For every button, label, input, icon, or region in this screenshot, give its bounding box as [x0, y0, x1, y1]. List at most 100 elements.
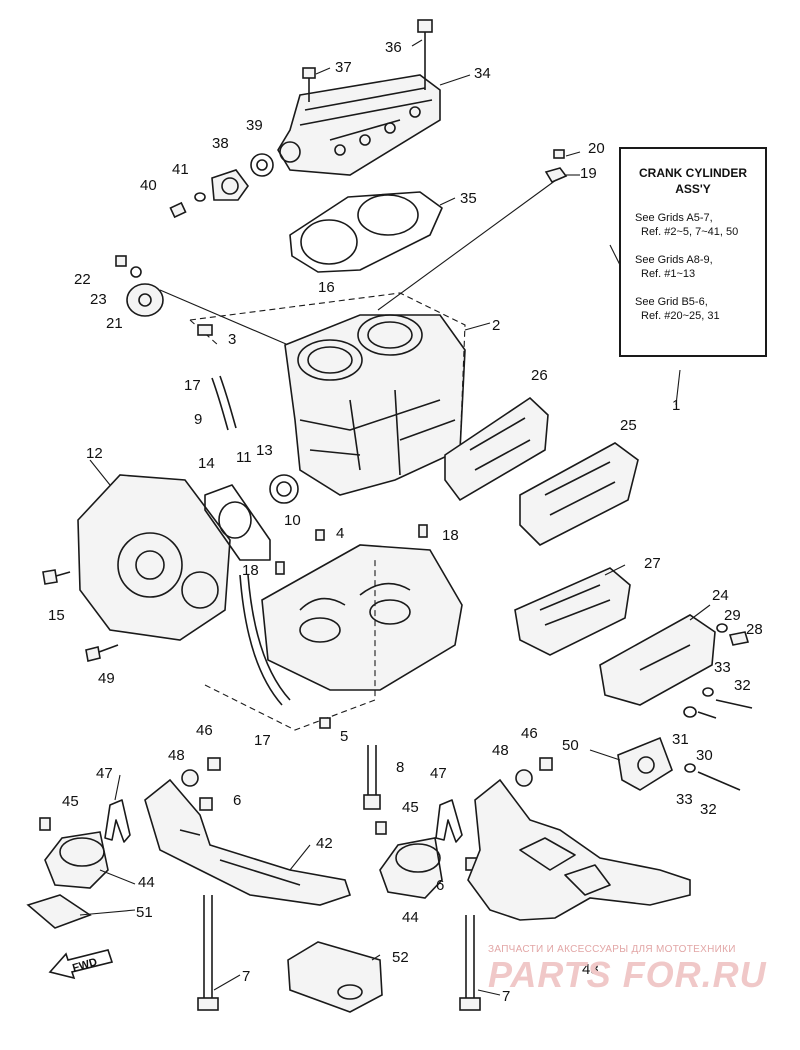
callout-52: 52 [392, 949, 409, 966]
pins-4-5-18 [275, 524, 428, 729]
sensor-19-20 [377, 149, 568, 311]
note-box-title-line1: CRANK CYLINDER [639, 166, 747, 180]
callout-39: 39 [246, 117, 263, 134]
callout-15: 15 [48, 607, 65, 624]
callout-45-right: 45 [402, 799, 419, 816]
callout-17-lower: 17 [254, 732, 271, 749]
seal-13 [269, 474, 299, 504]
callout-8: 8 [396, 759, 404, 776]
callout-48-left: 48 [168, 747, 185, 764]
callout-3: 3 [228, 331, 236, 348]
callout-40: 40 [140, 177, 157, 194]
bolts-28-33 [683, 623, 753, 719]
hose-9 [197, 324, 237, 431]
callout-37: 37 [335, 59, 352, 76]
thermostat-39 [250, 153, 274, 177]
callout-45-left: 45 [62, 793, 79, 810]
callout-38: 38 [212, 135, 229, 152]
callout-7-right: 7 [502, 988, 510, 1005]
bolt-37 [302, 67, 316, 102]
block-outline-2 [189, 292, 466, 451]
callout-18-right: 18 [442, 527, 459, 544]
note2-line2: Ref. #1~13 [641, 268, 696, 280]
callout-2: 2 [492, 317, 500, 334]
reference-note-box: CRANK CYLINDER ASS'Y See Grids A5-7, Ref… [619, 147, 767, 357]
callout-11-upper: 11 [236, 449, 252, 466]
callout-23: 23 [90, 291, 107, 308]
callout-44-right: 44 [402, 909, 419, 926]
note3-line1: See Grid B5-6, [635, 296, 708, 308]
flywheel-cover-12 [77, 474, 231, 641]
note-box-title-line2: ASS'Y [675, 182, 711, 196]
note-box-title: CRANK CYLINDER ASS'Y [621, 165, 765, 197]
head-gasket [289, 191, 443, 273]
callout-50: 50 [562, 737, 579, 754]
gasket-14 [204, 484, 271, 561]
callout-7-left: 7 [242, 968, 250, 985]
callout-28: 28 [746, 621, 763, 638]
callout-31: 31 [672, 731, 689, 748]
mount-bracket-42 [144, 778, 352, 906]
callout-20: 20 [588, 140, 605, 157]
callout-43: 43 [582, 961, 599, 978]
note3-line2: Ref. #20~25, 31 [641, 310, 720, 322]
callout-10: 10 [284, 512, 301, 529]
callout-47-left: 47 [96, 765, 113, 782]
exhaust-cover-26 [444, 396, 549, 502]
crankcase-lower [261, 544, 463, 691]
callout-17-upper: 17 [184, 377, 201, 394]
watermark: ЗАПЧАСТИ И АКСЕССУАРЫ ДЛЯ МОТОТЕХНИКИ PA… [488, 944, 788, 1004]
bolt-7-right [459, 915, 481, 1011]
engine-mount-right [375, 757, 553, 899]
callout-16: 16 [318, 279, 335, 296]
callout-46-right: 46 [521, 725, 538, 742]
callout-46-left: 46 [196, 722, 213, 739]
bolt-8 [363, 745, 381, 810]
bracket-50 [617, 736, 741, 791]
callout-24: 24 [712, 587, 729, 604]
callout-32-upper: 32 [734, 677, 751, 694]
callout-32-lower: 32 [700, 801, 717, 818]
callout-35: 35 [460, 190, 477, 207]
callout-34: 34 [474, 65, 491, 82]
callout-51: 51 [136, 904, 153, 921]
block-outline-2b [189, 319, 219, 346]
cover-24 [599, 614, 716, 706]
callout-26: 26 [531, 367, 548, 384]
callout-33-lower: 33 [676, 791, 693, 808]
note1-line2: Ref. #2~5, 7~41, 50 [641, 226, 739, 238]
exhaust-cover-25 [519, 442, 639, 546]
forward-arrow-icon: FWD [46, 946, 116, 980]
callout-44-left: 44 [138, 874, 155, 891]
crank-cylinder-block [284, 314, 466, 496]
callout-19: 19 [580, 165, 597, 182]
thermostat-cover-38 [211, 169, 249, 201]
callout-1: 1 [672, 397, 680, 414]
mount-bracket-43 [467, 778, 691, 921]
callout-13: 13 [256, 442, 273, 459]
bolt-7-left [197, 895, 219, 1011]
note-grid-b5-6: See Grid B5-6, Ref. #20~25, 31 [635, 295, 765, 323]
callout-5: 5 [340, 728, 348, 745]
callout-49: 49 [98, 670, 115, 687]
bolt-40-washer-41 [169, 192, 206, 219]
watermark-subtitle: ЗАПЧАСТИ И АКСЕССУАРЫ ДЛЯ МОТОТЕХНИКИ [488, 944, 736, 955]
callout-18-left: 18 [242, 562, 259, 579]
callout-12: 12 [86, 445, 103, 462]
callout-14: 14 [198, 455, 215, 472]
callout-6-right: 6 [436, 877, 444, 894]
plate-27 [514, 567, 631, 656]
callout-47-right: 47 [430, 765, 447, 782]
callout-30: 30 [696, 747, 713, 764]
callout-9: 9 [194, 411, 202, 428]
callout-25: 25 [620, 417, 637, 434]
cylinder-head-cover [277, 74, 441, 176]
cover-21 [115, 255, 301, 351]
block-52 [287, 941, 383, 1013]
note-grid-a8-9: See Grids A8-9, Ref. #1~13 [635, 253, 765, 281]
callout-41: 41 [172, 161, 189, 178]
watermark-brand: PARTS FOR.RU [488, 954, 767, 995]
leader-lines [79, 39, 711, 996]
